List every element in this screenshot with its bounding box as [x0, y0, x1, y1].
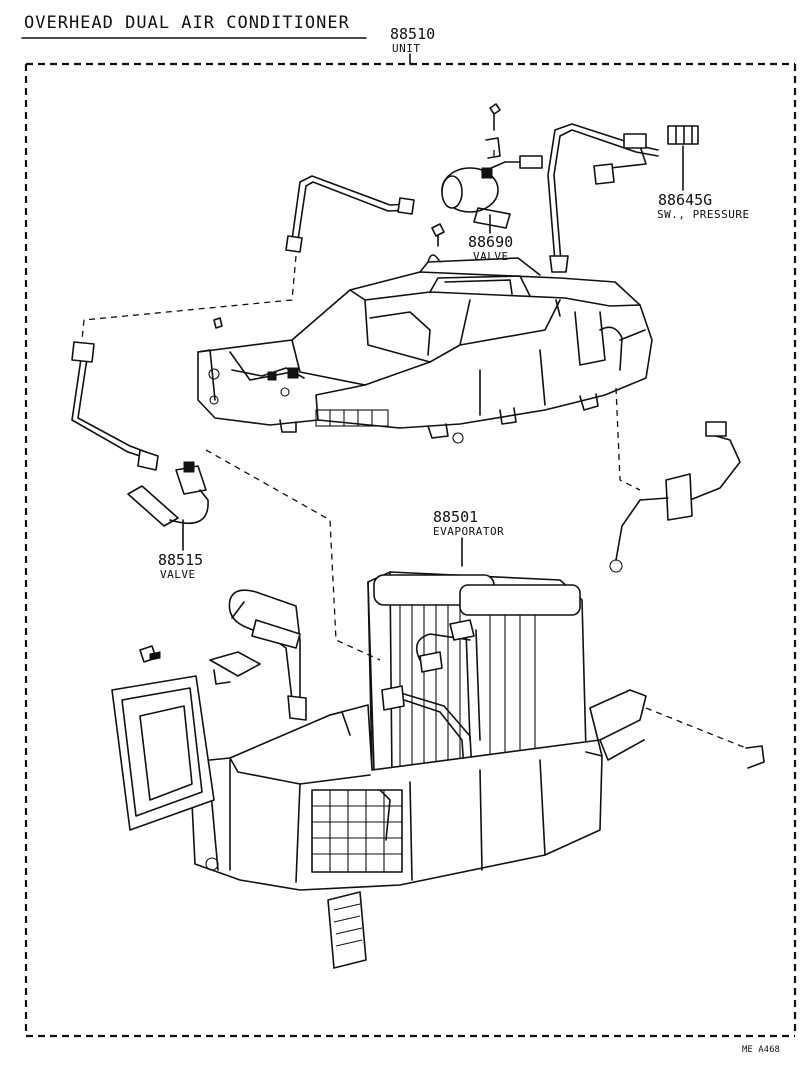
- diagram-title: OVERHEAD DUAL AIR CONDITIONER: [24, 13, 350, 33]
- figure-code: ME A468: [742, 1045, 780, 1055]
- part-name-unit: UNIT: [392, 42, 421, 55]
- part-number-unit: 88510: [390, 25, 435, 43]
- part-number-valve-top: 88690: [468, 233, 513, 251]
- left-pipe: [71, 341, 209, 527]
- solenoid-valve: [441, 155, 543, 229]
- part-name-pressure-switch: SW., PRESSURE: [657, 208, 750, 221]
- label-pressure-switch: 88645G SW., PRESSURE: [657, 145, 750, 221]
- assembly-dashes: [81, 150, 747, 749]
- part-name-evaporator: EVAPORATOR: [433, 525, 504, 538]
- screw-top: [213, 103, 501, 329]
- part-number-evaporator: 88501: [433, 508, 478, 526]
- pressure-switch: [667, 125, 699, 145]
- elbow-pipe: [228, 589, 307, 721]
- gasket-frame: [111, 675, 215, 831]
- label-evaporator: 88501 EVAPORATOR: [433, 508, 504, 567]
- part-number-valve-left: 88515: [158, 551, 203, 569]
- label-valve-left: 88515 VALVE: [158, 519, 203, 581]
- unit-frame: [24, 62, 797, 1038]
- part-name-valve-left: VALVE: [160, 568, 196, 581]
- small-parts: [139, 645, 765, 969]
- part-name-valve-top: VALVE: [473, 250, 509, 263]
- evaporator-core: [367, 571, 587, 783]
- label-unit: 88510 UNIT: [390, 25, 435, 65]
- upper-housing: [197, 254, 653, 444]
- wiring-harness: [609, 421, 741, 573]
- part-number-pressure-switch: 88645G: [658, 191, 712, 209]
- upper-pipes: [285, 123, 659, 273]
